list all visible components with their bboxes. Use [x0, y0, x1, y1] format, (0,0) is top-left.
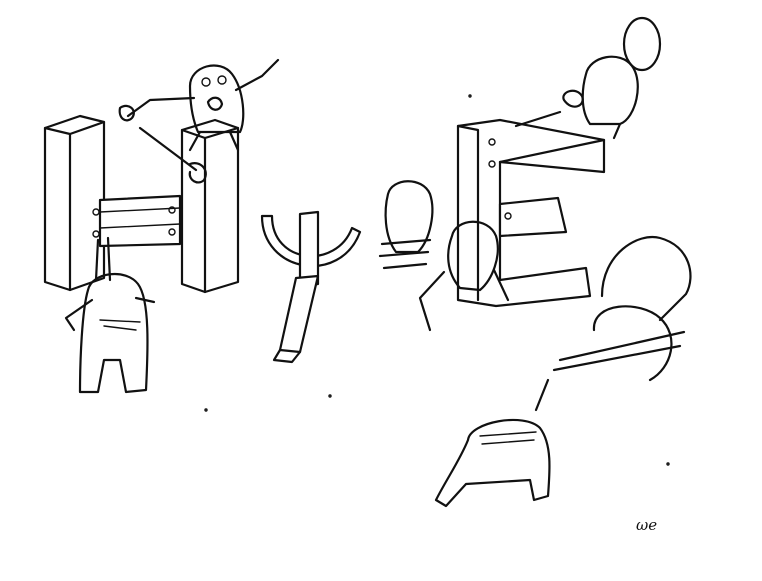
letter-psi: [260, 210, 362, 364]
figure-with-halo-on-e: [514, 16, 662, 140]
artist-signature: ωe: [636, 516, 658, 534]
letter-h: [43, 114, 240, 294]
wrench-icon: [138, 126, 207, 184]
letter-e: [456, 118, 606, 308]
background-specks: [204, 94, 670, 466]
figure-pointing-on-h: [118, 58, 280, 152]
figure-pulling-pitchfork: [434, 235, 692, 508]
figure-hanging-under-h: [64, 236, 156, 394]
figure-sitting-in-e: [378, 180, 510, 332]
